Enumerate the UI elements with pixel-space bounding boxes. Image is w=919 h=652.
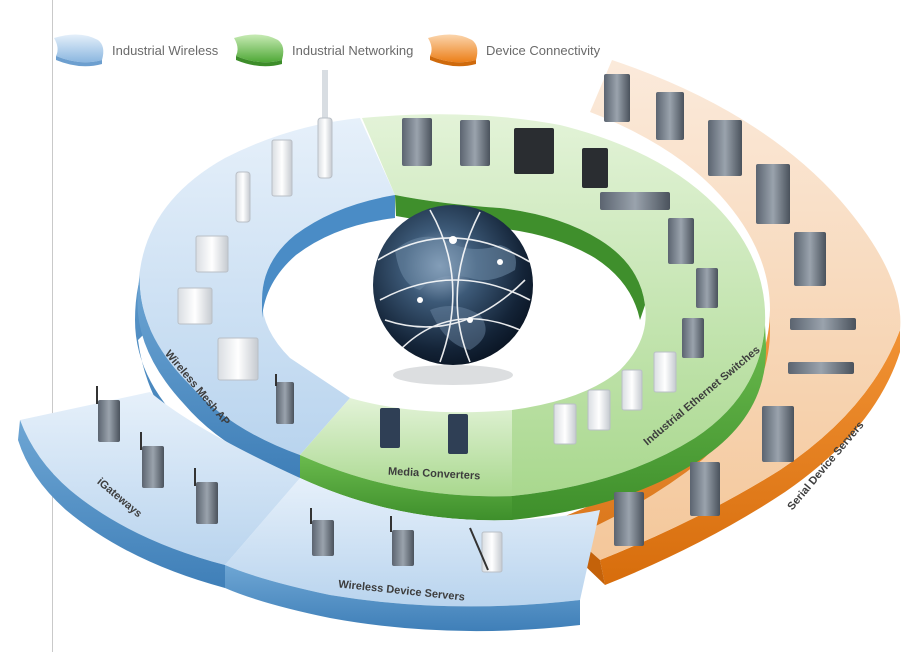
ethernet-switch-devices: [402, 118, 718, 445]
green-swatch-icon: [234, 34, 284, 67]
page-divider-line: [52, 0, 53, 652]
legend-label: Industrial Wireless: [112, 42, 219, 58]
blue-swatch-icon: [54, 34, 104, 67]
segment-wireless-mesh-ap: [135, 118, 395, 478]
wireless-mesh-ap-devices: [177, 70, 333, 424]
media-converter-devices: [380, 408, 468, 454]
wireless-device-server-devices: [310, 508, 503, 573]
globe-network-icon: [373, 205, 533, 385]
serial-device-server-devices: [604, 74, 856, 546]
legend-item-device-connectivity: Device Connectivity: [424, 30, 600, 70]
legend-item-industrial-networking: Industrial Networking: [230, 30, 413, 70]
orange-swatch-icon: [428, 34, 478, 67]
legend-label: Industrial Networking: [292, 42, 414, 58]
legend-label: Device Connectivity: [486, 42, 601, 58]
legend-item-industrial-wireless: Industrial Wireless: [50, 30, 218, 70]
igateway-devices: [96, 386, 218, 524]
